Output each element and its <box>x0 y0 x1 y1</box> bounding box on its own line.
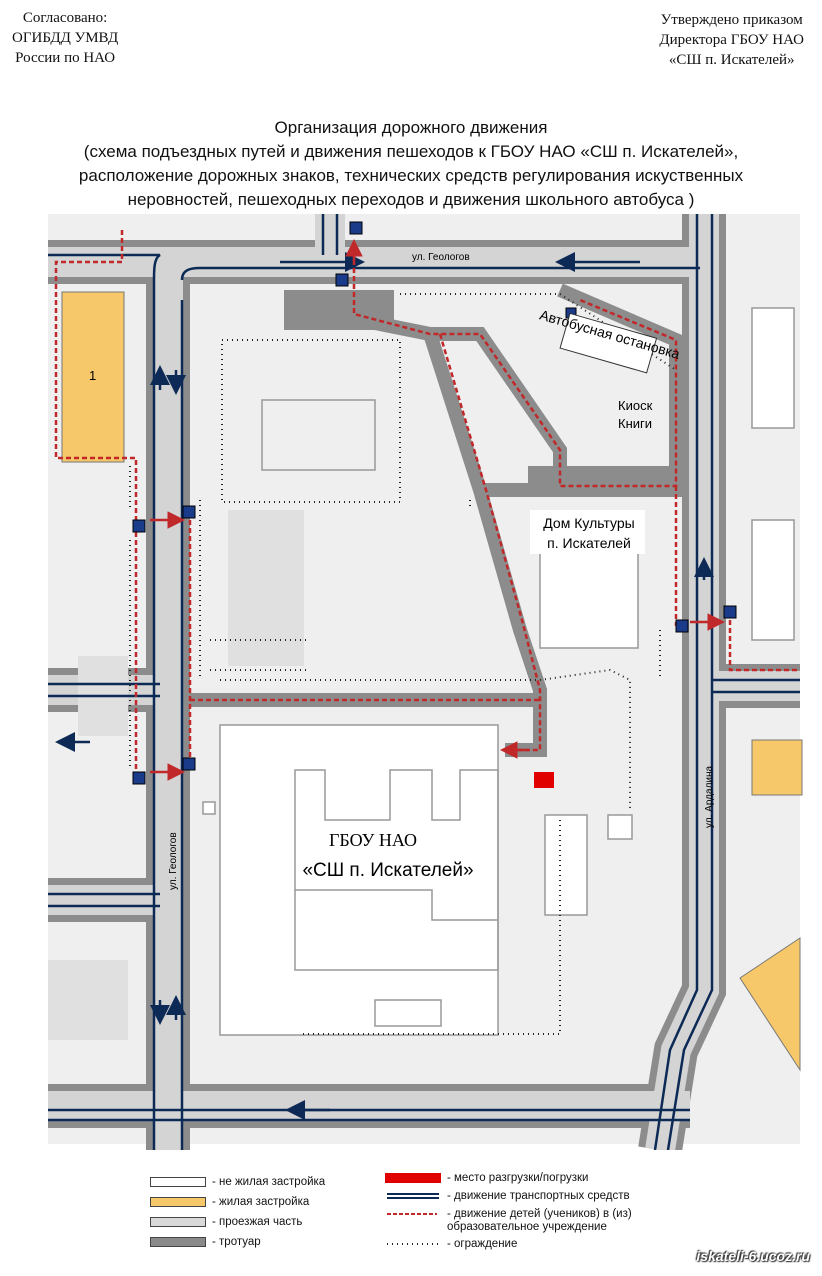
legend-label: - тротуар <box>212 1236 261 1248</box>
crossing-arrows <box>150 239 725 781</box>
culture-house-label-bg <box>530 510 645 554</box>
legend-label: - проезжая часть <box>212 1216 303 1228</box>
legend-swatch <box>385 1173 441 1183</box>
approved-line: Утверждено приказом <box>660 12 803 28</box>
traffic-direction-arrows <box>55 252 714 1120</box>
street-label-right: ул. Ардалина <box>704 765 715 828</box>
school-entrance-sidewalk <box>284 290 394 330</box>
legend-label: - место разгрузки/погрузки <box>447 1172 589 1184</box>
approval-block: Согласовано: ОГИБДД УМВД России по НАО <box>12 8 118 68</box>
approved-line: «СШ п. Искателей» <box>668 52 795 68</box>
building-number-label: 1 <box>89 368 96 383</box>
legend-item: - жилая застройка <box>150 1196 309 1208</box>
legend-item: - проезжая часть <box>150 1216 302 1228</box>
legend-label: - движение транспортных средств <box>447 1190 630 1202</box>
legend-item: - тротуар <box>150 1236 261 1248</box>
legend-label: - движение детей (учеников) в (из) образ… <box>447 1208 632 1233</box>
street-label-top: ул. Геологов <box>412 252 470 263</box>
legend-item: - ограждение <box>385 1238 517 1250</box>
kiosk-label: Книги <box>618 416 652 431</box>
website-credit: iskateli-6.ucoz.ru <box>696 1248 810 1264</box>
legend-swatch <box>150 1217 206 1227</box>
residential-building-1 <box>61 291 125 463</box>
title-line: неровностей, пешеходных переходов и движ… <box>127 190 695 209</box>
approved-block: Утверждено приказом Директора ГБОУ НАО «… <box>659 10 804 70</box>
traffic-scheme-map: ул. Геологов ул. Геологов ул. Ардалина 1… <box>48 214 803 1150</box>
legend-label: - не жилая застройка <box>212 1176 326 1188</box>
title-line: Организация дорожного движения <box>274 118 548 137</box>
kiosk-label: Киоск <box>618 398 653 413</box>
legend-swatch <box>150 1197 206 1207</box>
legend-swatch <box>387 1243 439 1245</box>
legend-swatch <box>150 1177 206 1187</box>
approval-line: ОГИБДД УМВД <box>12 30 119 46</box>
legend-swatch <box>387 1193 439 1199</box>
traffic-lines <box>48 214 800 1150</box>
approval-line: России по НАО <box>15 50 116 66</box>
residential-building-corner <box>739 937 801 1072</box>
culture-house-label: Дом Культуры <box>543 515 634 531</box>
street-label-left: ул. Геологов <box>168 832 179 890</box>
culture-house-label: п. Искателей <box>547 535 631 551</box>
legend-label: - ограждение <box>447 1238 518 1250</box>
kiosk-sidewalk <box>528 466 678 486</box>
legend-label: - жилая застройка <box>212 1196 310 1208</box>
legend-item: - движение транспортных средств <box>385 1190 630 1202</box>
legend-item: - место разгрузки/погрузки <box>385 1172 588 1184</box>
approval-line: Согласовано: <box>22 10 108 26</box>
legend-swatch <box>387 1213 437 1215</box>
children-routes <box>54 230 800 770</box>
legend-swatch <box>150 1237 206 1247</box>
approved-line: Директора ГБОУ НАО <box>659 32 804 48</box>
fence-lines <box>129 293 677 1035</box>
unloading-place <box>534 772 554 788</box>
legend-item: - движение детей (учеников) в (из) образ… <box>385 1208 687 1234</box>
page-title: Организация дорожного движения (схема по… <box>0 116 822 212</box>
legend: - не жилая застройка - жилая застройка -… <box>150 1172 710 1258</box>
residential-building-right <box>751 739 803 796</box>
title-line: (схема подъездных путей и движения пешех… <box>83 142 739 161</box>
legend-item: - не жилая застройка <box>150 1176 325 1188</box>
title-line: расположение дорожных знаков, технически… <box>78 166 744 185</box>
pedestrian-crossing-sign-icon <box>132 221 737 785</box>
school-label: «СШ п. Искателей» <box>302 860 473 881</box>
school-label: ГБОУ НАО <box>329 830 417 850</box>
